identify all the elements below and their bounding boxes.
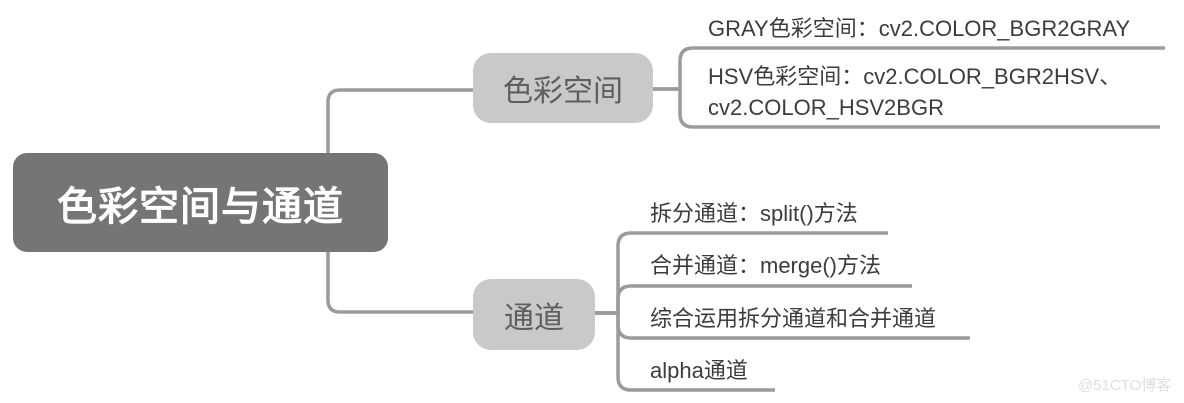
connector-channel-to-alpha [595,311,775,392]
branch-node-channel[interactable]: 通道 [473,279,595,350]
leaf-text-line: GRAY色彩空间：cv2.COLOR_BGR2GRAY [708,16,1131,41]
leaf-text-line: 合并通道：merge()方法 [650,253,882,278]
connector-root-to-channel [326,252,473,314]
connector-channel-to-merge [595,284,912,315]
watermark-51cto: @51CTO博客 [1078,377,1172,394]
root-node-color-space-and-channel[interactable]: 色彩空间与通道 [13,153,388,252]
leaf-text-line: cv2.COLOR_HSV2BGR [708,95,944,120]
leaf-text-line: 拆分通道：split()方法 [650,201,858,226]
connector-colorspace-to-hsv [653,87,1160,129]
leaf-node-gray-colorspace[interactable]: GRAY色彩空间：cv2.COLOR_BGR2GRAY [708,13,1130,44]
leaf-node-alpha-channel[interactable]: alpha通道 [650,355,748,386]
leaf-node-merge-channel[interactable]: 合并通道：merge()方法 [650,250,881,281]
leaf-text-line: HSV色彩空间：cv2.COLOR_BGR2HSV、 [708,64,1122,89]
connector-root-to-colorspace [326,88,473,153]
leaf-node-combined-split-merge[interactable]: 综合运用拆分通道和合并通道 [650,303,936,334]
leaf-text-line: 综合运用拆分通道和合并通道 [650,306,937,331]
leaf-text-line: alpha通道 [650,358,748,383]
leaf-node-split-channel[interactable]: 拆分通道：split()方法 [650,198,858,229]
connector-colorspace-to-gray [653,46,1165,91]
branch-node-colorspace[interactable]: 色彩空间 [473,53,653,123]
leaf-node-hsv-colorspace[interactable]: HSV色彩空间：cv2.COLOR_BGR2HSV、 cv2.COLOR_HSV… [708,61,1121,123]
connector-channel-to-split [595,231,888,315]
